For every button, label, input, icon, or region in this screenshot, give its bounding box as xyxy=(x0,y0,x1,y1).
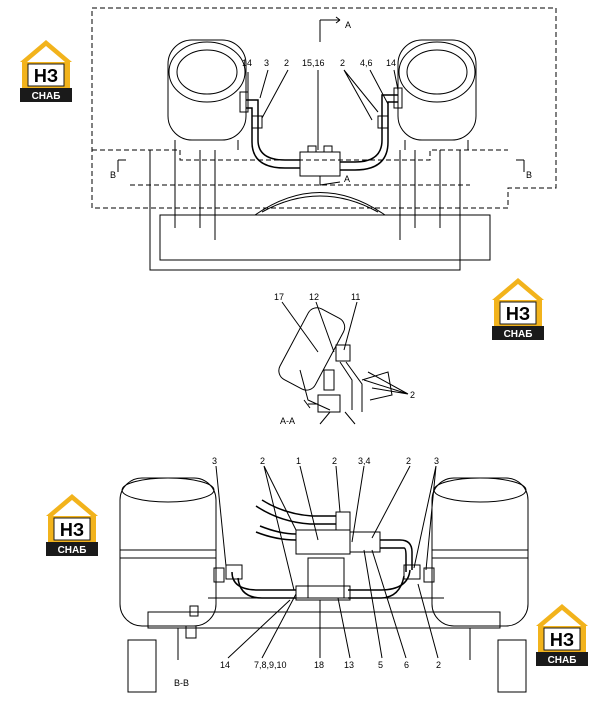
callout: 14 xyxy=(220,660,230,670)
callout: 14 xyxy=(242,58,252,68)
callout: 12 xyxy=(309,292,319,302)
svg-text:НЗ: НЗ xyxy=(550,630,574,650)
section-mark-b-left: B xyxy=(110,170,116,180)
svg-text:НЗ: НЗ xyxy=(506,304,530,324)
callout: 14 xyxy=(386,58,396,68)
section-mark-a-bottom: A xyxy=(344,174,350,184)
callout: 2 xyxy=(260,456,265,466)
section-b-b-view xyxy=(119,465,529,693)
callout: 11 xyxy=(351,292,360,302)
callout: 2 xyxy=(410,390,415,400)
callout: 2 xyxy=(436,660,441,670)
callout: 13 xyxy=(344,660,354,670)
callout: 3 xyxy=(212,456,217,466)
section-b-b-labels: 3 2 1 2 3,4 2 3 14 7,8,9,10 18 13 5 6 2 … xyxy=(174,456,441,688)
right-air-tank-b xyxy=(431,477,529,627)
nz-snab-logo: НЗ СНАБ xyxy=(19,39,73,103)
svg-text:СНАБ: СНАБ xyxy=(548,655,577,666)
callout: 6 xyxy=(404,660,409,670)
section-title-b-b: B-B xyxy=(174,678,189,688)
valve-block-b xyxy=(295,529,351,555)
valve-block xyxy=(299,151,341,177)
callout: 2 xyxy=(406,456,411,466)
top-view xyxy=(91,7,557,271)
callout: 2 xyxy=(340,58,345,68)
svg-text:НЗ: НЗ xyxy=(34,66,58,86)
callout: 3,4 xyxy=(358,456,371,466)
axle-housing xyxy=(254,192,386,216)
svg-text:СНАБ: СНАБ xyxy=(32,91,61,102)
section-title-a-a: A-A xyxy=(280,416,295,426)
callout: 18 xyxy=(314,660,324,670)
relay-valve xyxy=(307,557,345,599)
callout: 2 xyxy=(284,58,289,68)
callout: 17 xyxy=(274,292,284,302)
section-a-a-labels: 17 12 11 2 A-A xyxy=(274,292,415,426)
section-mark-b-right: B xyxy=(526,170,532,180)
section-mark-a-top: A xyxy=(345,20,351,30)
nz-snab-logo: НЗ СНАБ xyxy=(491,277,545,341)
callout: 3 xyxy=(264,58,269,68)
left-air-tank xyxy=(167,39,247,150)
svg-text:СНАБ: СНАБ xyxy=(504,329,533,340)
right-air-tank xyxy=(397,39,477,150)
callout: 3 xyxy=(434,456,439,466)
callout: 4,6 xyxy=(360,58,373,68)
nz-snab-logo: НЗ СНАБ xyxy=(45,493,99,557)
callout: 2 xyxy=(332,456,337,466)
nz-snab-logo: НЗ СНАБ xyxy=(535,603,589,667)
section-a-a-view xyxy=(278,301,409,425)
callout: 1 xyxy=(296,456,301,466)
top-view-labels: A A B B 14 3 2 15,16 2 4,6 14 xyxy=(110,20,532,184)
callout: 7,8,9,10 xyxy=(254,660,287,670)
svg-text:СНАБ: СНАБ xyxy=(58,545,87,556)
svg-text:НЗ: НЗ xyxy=(60,520,84,540)
left-air-tank-b xyxy=(119,477,217,627)
callout: 5 xyxy=(378,660,383,670)
callout: 15,16 xyxy=(302,58,325,68)
